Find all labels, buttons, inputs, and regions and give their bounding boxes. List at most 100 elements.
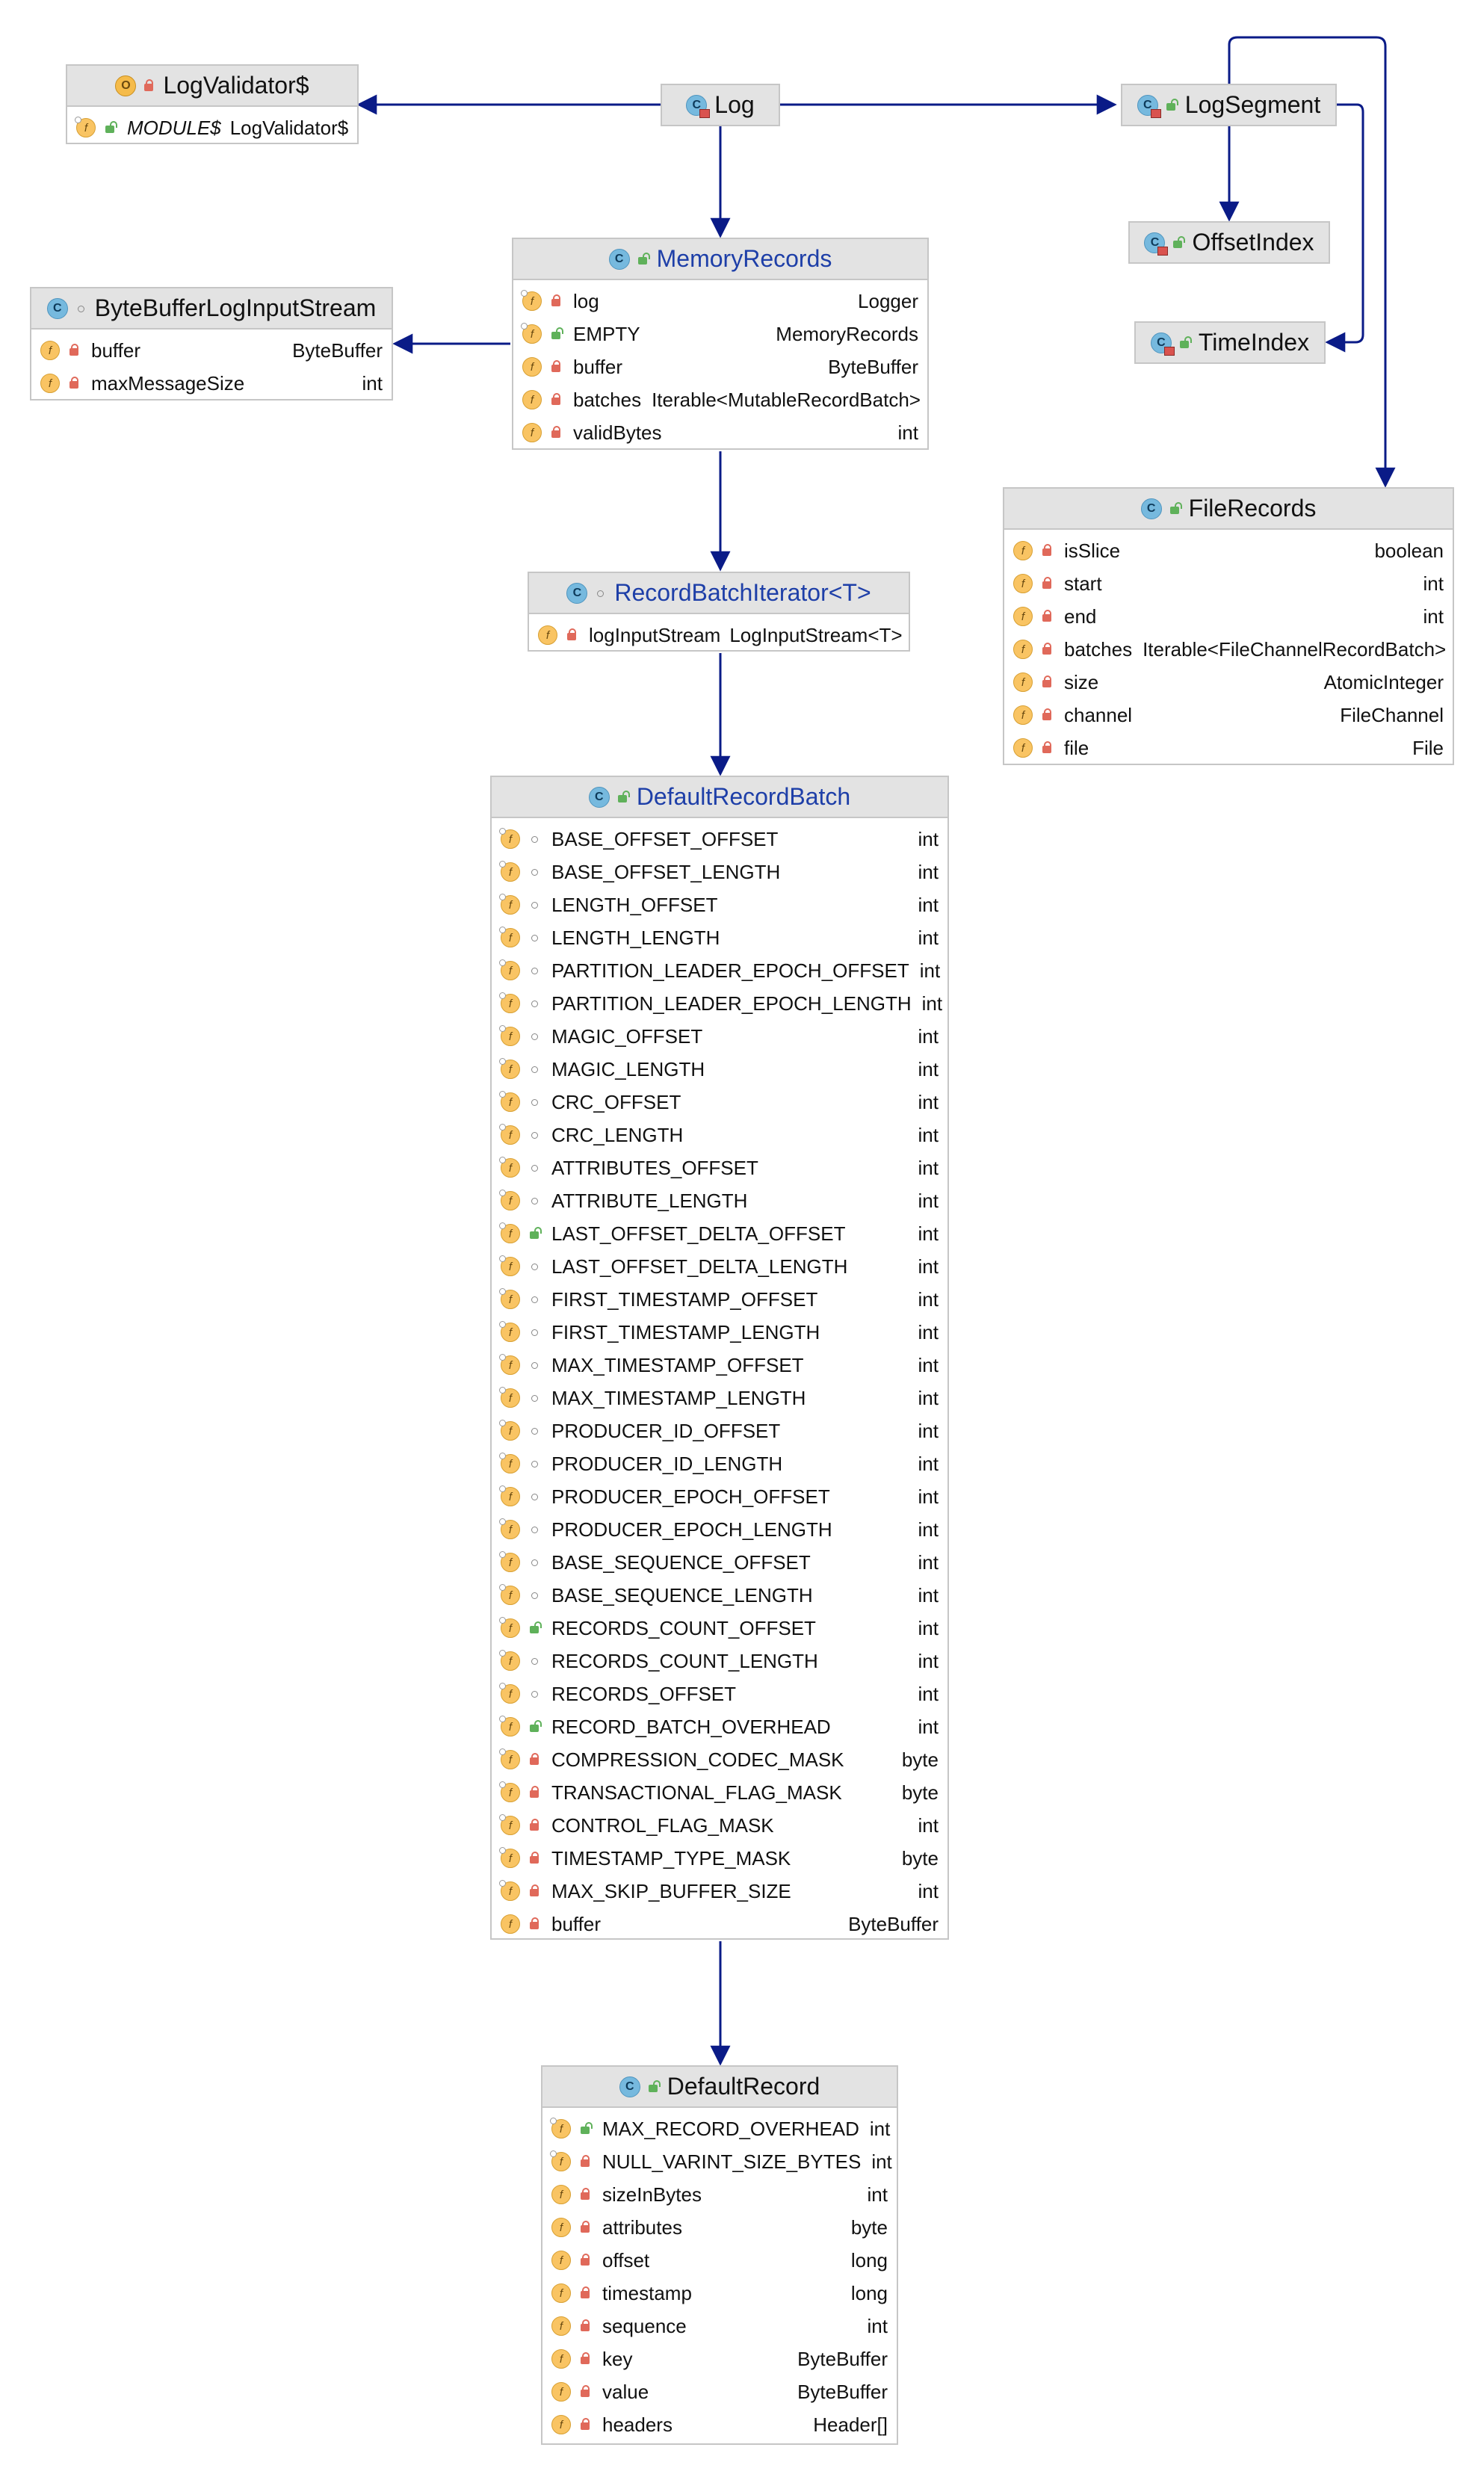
package-circle-icon bbox=[528, 1490, 541, 1503]
lock-icon bbox=[1040, 708, 1054, 722]
field-icon: f bbox=[499, 1124, 520, 1145]
field-type: ByteBuffer bbox=[828, 355, 918, 378]
field-icon: f bbox=[499, 1190, 520, 1210]
field-icon: f bbox=[521, 290, 542, 311]
field-icon: f bbox=[551, 2251, 571, 2270]
field-type: int bbox=[867, 2314, 888, 2337]
field-type: int bbox=[918, 1386, 939, 1409]
field-icon: f bbox=[499, 861, 520, 882]
class-logsegment[interactable]: C LogSegment bbox=[1121, 84, 1337, 126]
class-name: RecordBatchIterator<T> bbox=[614, 579, 871, 606]
field-name: channel bbox=[1064, 703, 1133, 726]
field-name: file bbox=[1064, 736, 1089, 759]
lock-icon bbox=[578, 2418, 592, 2431]
package-circle-icon bbox=[528, 1095, 541, 1109]
field-type: Logger bbox=[858, 289, 918, 312]
field-name: COMPRESSION_CODEC_MASK bbox=[551, 1748, 844, 1771]
lock-icon bbox=[578, 2352, 592, 2366]
field-type: int bbox=[918, 1255, 939, 1278]
field-type: int bbox=[918, 1649, 939, 1672]
field-icon: f bbox=[499, 1650, 520, 1671]
class-name: FileRecords bbox=[1188, 495, 1317, 522]
field-name: LENGTH_OFFSET bbox=[551, 893, 718, 916]
package-circle-icon bbox=[528, 931, 541, 944]
class-offsetindex[interactable]: C OffsetIndex bbox=[1128, 221, 1330, 264]
class-timeindex[interactable]: C TimeIndex bbox=[1134, 321, 1326, 364]
class-header: C Log bbox=[662, 85, 779, 125]
lock-icon bbox=[1040, 675, 1054, 689]
class-icon: C bbox=[1144, 232, 1169, 256]
lock-icon bbox=[578, 2385, 592, 2399]
class-log[interactable]: C Log bbox=[661, 84, 780, 126]
field-type: long bbox=[850, 2248, 888, 2272]
